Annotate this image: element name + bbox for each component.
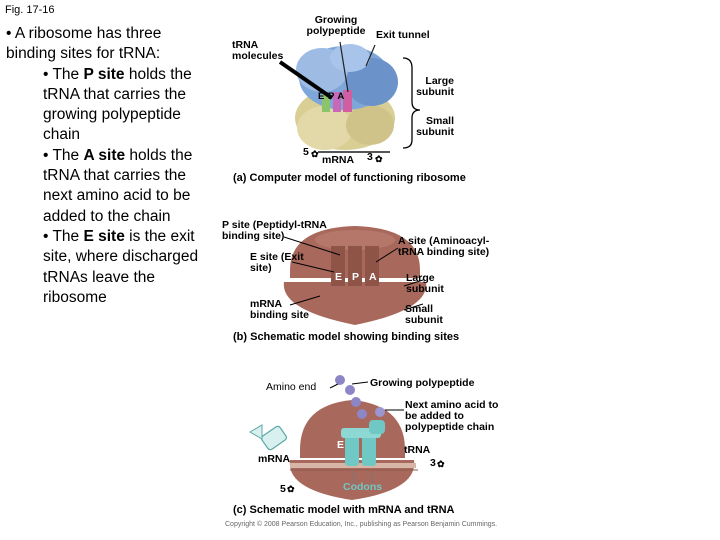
schematic-ribosome-binding-sites <box>283 226 427 325</box>
bullet-a-site: • The A site holds the tRNA that carries… <box>43 146 193 225</box>
label-three-prime-a: 3 <box>367 151 373 163</box>
label-growing-polypeptide-c: Growing polypeptide <box>370 377 475 389</box>
bullet-list: • A ribosome has three binding sites for… <box>6 24 201 308</box>
bullet-intro: • A ribosome has three binding sites for… <box>6 25 162 63</box>
site-letter-e-c: E <box>337 439 345 451</box>
label-small-subunit-a: Small subunit <box>416 115 454 138</box>
label-growing-polypeptide-a: Growing polypeptide <box>306 14 366 37</box>
figure-label: Fig. 17-16 <box>5 4 55 16</box>
caption-panel-a: (a) Computer model of functioning riboso… <box>233 172 466 184</box>
label-a-site-b: A site (Aminoacyl-tRNA binding site) <box>398 235 490 258</box>
label-mrna-a: mRNA <box>322 154 355 166</box>
a-site-term: A site <box>83 146 126 164</box>
label-three-prime-c: 3 <box>430 457 436 469</box>
caption-panel-c: (c) Schematic model with mRNA and tRNA <box>233 504 455 516</box>
label-e-site-b: E site (Exit site) <box>250 251 304 274</box>
computer-model-ribosome <box>278 41 421 153</box>
label-mrna-binding-site: mRNA binding site <box>250 298 309 321</box>
label-trna-c: tRNA <box>404 444 431 456</box>
copyright-notice: Copyright © 2008 Pearson Education, Inc.… <box>225 521 498 528</box>
label-large-subunit-b: Large subunit <box>406 272 444 295</box>
site-letter-p-b: P <box>352 271 360 283</box>
bullet-p-site: • The P site holds the tRNA that carries… <box>43 65 192 144</box>
schematic-ribosome-with-trna <box>249 375 418 500</box>
label-codons: Codons <box>343 481 383 493</box>
label-large-subunit-a: Large subunit <box>416 75 454 98</box>
caption-panel-b: (b) Schematic model showing binding site… <box>233 331 460 343</box>
label-five-prime-a: 5 <box>303 146 309 158</box>
prime-icon: ✿ <box>311 149 319 159</box>
label-small-subunit-b: Small subunit <box>405 303 443 326</box>
site-letter-e-b: E <box>335 271 343 283</box>
site-letter-a-b: A <box>369 271 377 283</box>
prime-icon: ✿ <box>375 154 383 164</box>
bullet-e-site: • The E site is the exit site, where dis… <box>43 227 199 306</box>
label-amino-end: Amino end <box>266 381 317 393</box>
e-site-term: E site <box>83 227 125 245</box>
label-five-prime-c: 5 <box>280 483 286 495</box>
label-exit-tunnel: Exit tunnel <box>376 29 430 41</box>
label-site-letters-a: E P A <box>318 91 345 102</box>
prime-icon: ✿ <box>287 484 295 494</box>
p-site-term: P site <box>83 65 125 83</box>
label-mrna-c: mRNA <box>258 453 291 465</box>
label-trna-molecules: tRNA molecules <box>232 39 284 62</box>
label-next-amino-acid: Next amino acid to be added to polypepti… <box>405 399 499 433</box>
prime-icon: ✿ <box>437 459 445 469</box>
label-p-site-b: P site (Peptidyl-tRNA binding site) <box>222 219 327 242</box>
